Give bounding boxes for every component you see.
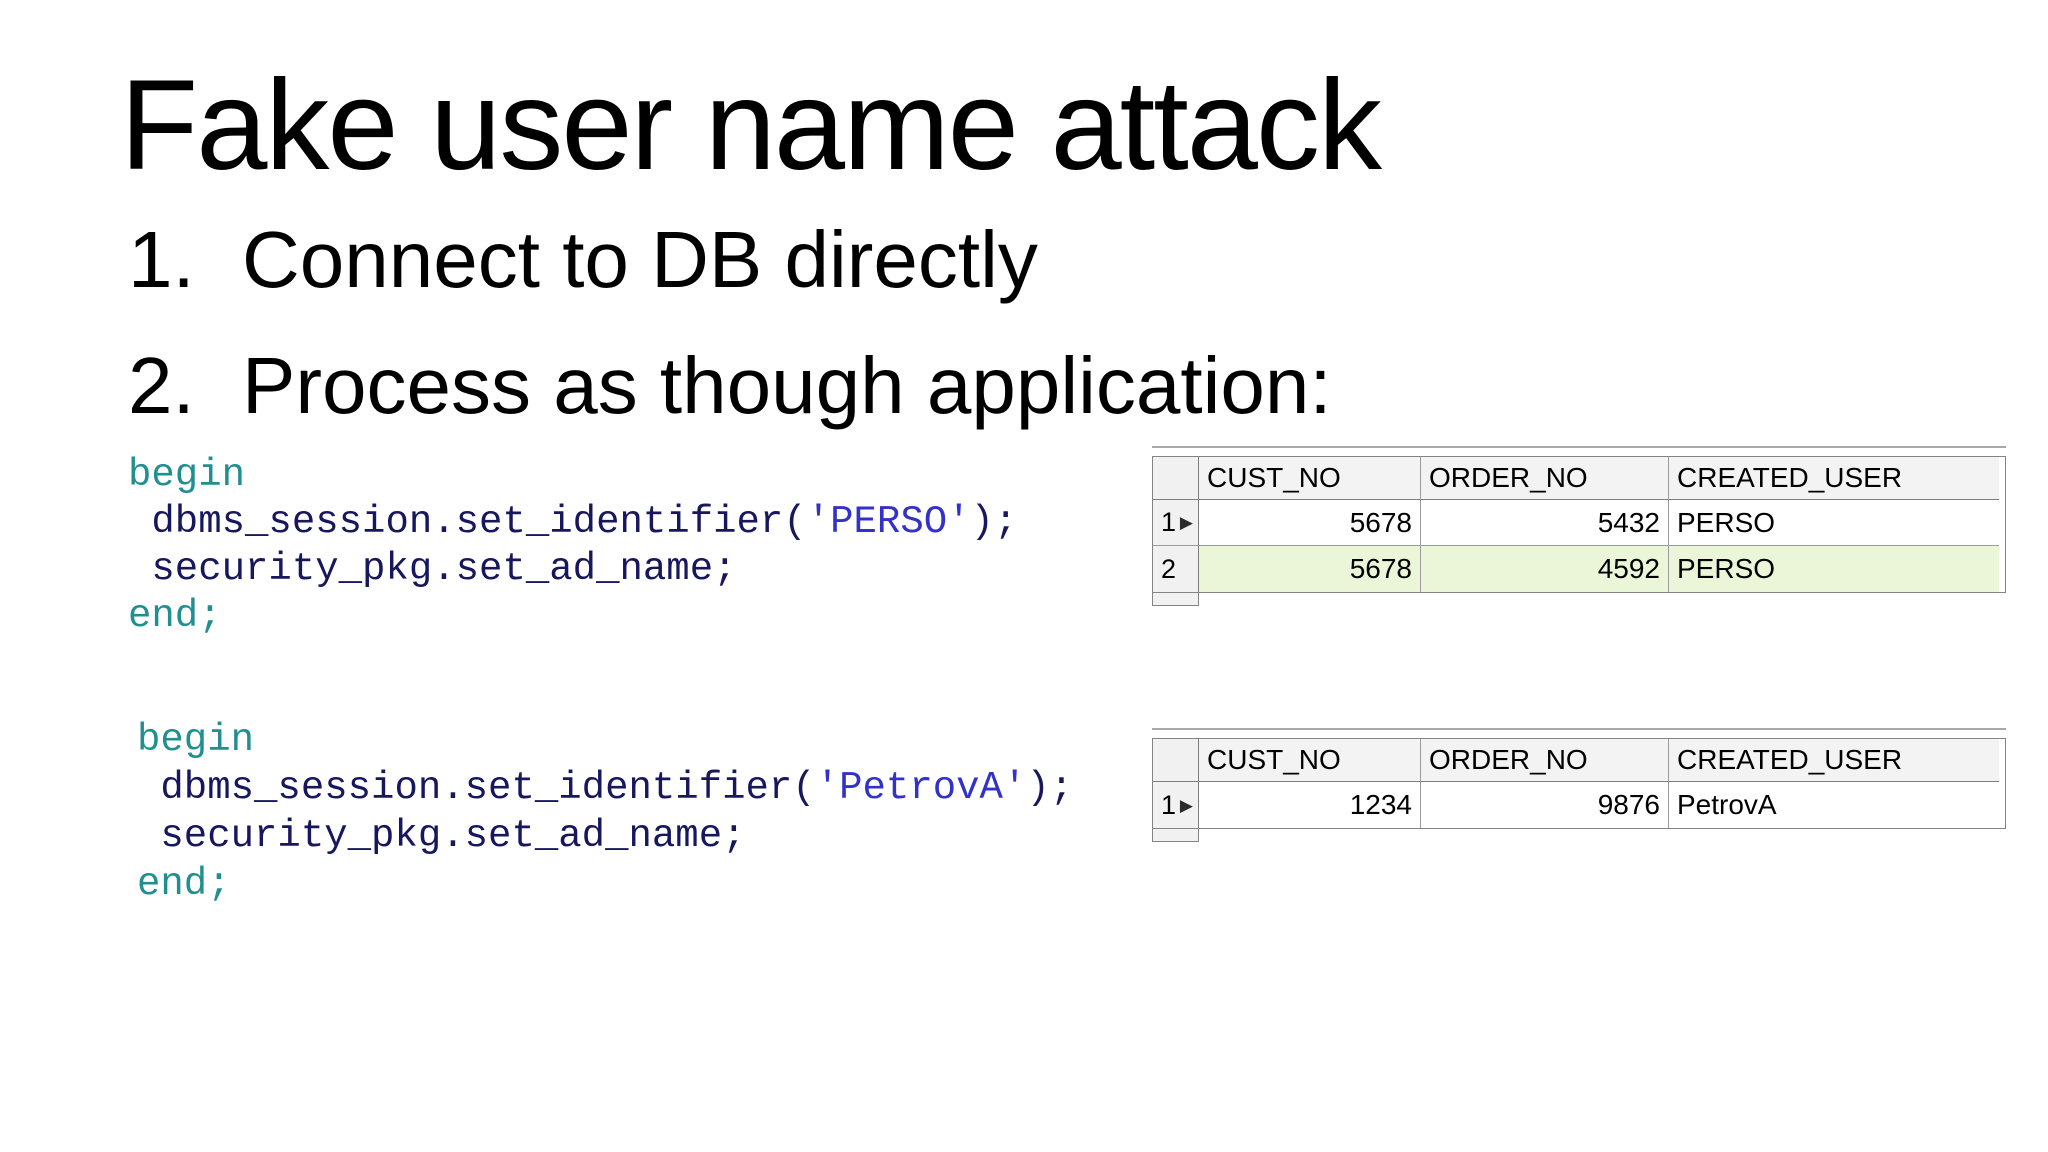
- next-row-stub: [1152, 593, 1199, 606]
- row-number: 2: [1161, 553, 1177, 584]
- string-literal-perso: 'PERSO': [806, 500, 971, 544]
- cell-created-user: PetrovA: [1669, 782, 1999, 828]
- code-block-petrova: begin dbms_session.set_identifier('Petro…: [137, 716, 1073, 908]
- list-item-2-number: 2.: [128, 341, 195, 430]
- cell-cust-no: 5678: [1199, 500, 1421, 546]
- grid-corner-cell: [1153, 739, 1199, 782]
- column-header-created-user: CREATED_USER: [1669, 739, 1999, 782]
- next-row-stub: [1152, 829, 1199, 842]
- column-header-order-no: ORDER_NO: [1421, 457, 1669, 500]
- row-header-1: 1▶: [1153, 782, 1199, 828]
- data-grid: CUST_NO ORDER_NO CREATED_USER 1▶ 5678 54…: [1152, 456, 2006, 593]
- list-item-2: 2. Process as though application:: [128, 342, 1332, 430]
- cell-cust-no: 5678: [1199, 546, 1421, 592]
- grid-top-border: [1152, 728, 2006, 730]
- column-header-created-user: CREATED_USER: [1669, 457, 1999, 500]
- current-row-marker-icon: ▶: [1179, 795, 1193, 815]
- code-line-set-ad-name: security_pkg.set_ad_name;: [128, 547, 737, 591]
- row-number: 1: [1161, 789, 1177, 820]
- list-item-1-text: Connect to DB directly: [242, 215, 1038, 304]
- string-literal-petrova: 'PetrovA': [815, 766, 1027, 810]
- row-number: 1: [1161, 507, 1177, 537]
- code-line-begin: begin: [128, 453, 246, 497]
- data-grid: CUST_NO ORDER_NO CREATED_USER 1▶ 1234 98…: [1152, 738, 2006, 829]
- code-line-end: end;: [137, 862, 231, 906]
- code-block-perso: begin dbms_session.set_identifier('PERSO…: [128, 452, 1017, 640]
- row-header-1: 1▶: [1153, 500, 1199, 546]
- list-item-1-number: 1.: [128, 215, 195, 304]
- code-line-set-identifier: dbms_session.set_identifier('PERSO');: [128, 500, 1018, 544]
- code-line-set-ad-name: security_pkg.set_ad_name;: [137, 814, 746, 858]
- list-item-2-text: Process as though application:: [242, 341, 1332, 430]
- cell-created-user: PERSO: [1669, 500, 1999, 546]
- grid-corner-cell: [1153, 457, 1199, 500]
- cell-order-no: 4592: [1421, 546, 1669, 592]
- row-header-2: 2: [1153, 546, 1199, 592]
- cell-order-no: 5432: [1421, 500, 1669, 546]
- code-line-begin: begin: [137, 718, 255, 762]
- column-header-order-no: ORDER_NO: [1421, 739, 1669, 782]
- cell-order-no: 9876: [1421, 782, 1669, 828]
- cell-created-user: PERSO: [1669, 546, 1999, 592]
- column-header-cust-no: CUST_NO: [1199, 739, 1421, 782]
- slide-title: Fake user name attack: [120, 54, 1382, 197]
- current-row-marker-icon: ▶: [1179, 513, 1193, 532]
- result-grid-petrova: CUST_NO ORDER_NO CREATED_USER 1▶ 1234 98…: [1152, 728, 2006, 842]
- grid-top-border: [1152, 446, 2006, 448]
- code-line-set-identifier: dbms_session.set_identifier('PetrovA');: [137, 766, 1074, 810]
- cell-cust-no: 1234: [1199, 782, 1421, 828]
- list-item-1: 1. Connect to DB directly: [128, 216, 1038, 304]
- result-grid-perso: CUST_NO ORDER_NO CREATED_USER 1▶ 5678 54…: [1152, 446, 2006, 606]
- code-line-end: end;: [128, 594, 222, 638]
- column-header-cust-no: CUST_NO: [1199, 457, 1421, 500]
